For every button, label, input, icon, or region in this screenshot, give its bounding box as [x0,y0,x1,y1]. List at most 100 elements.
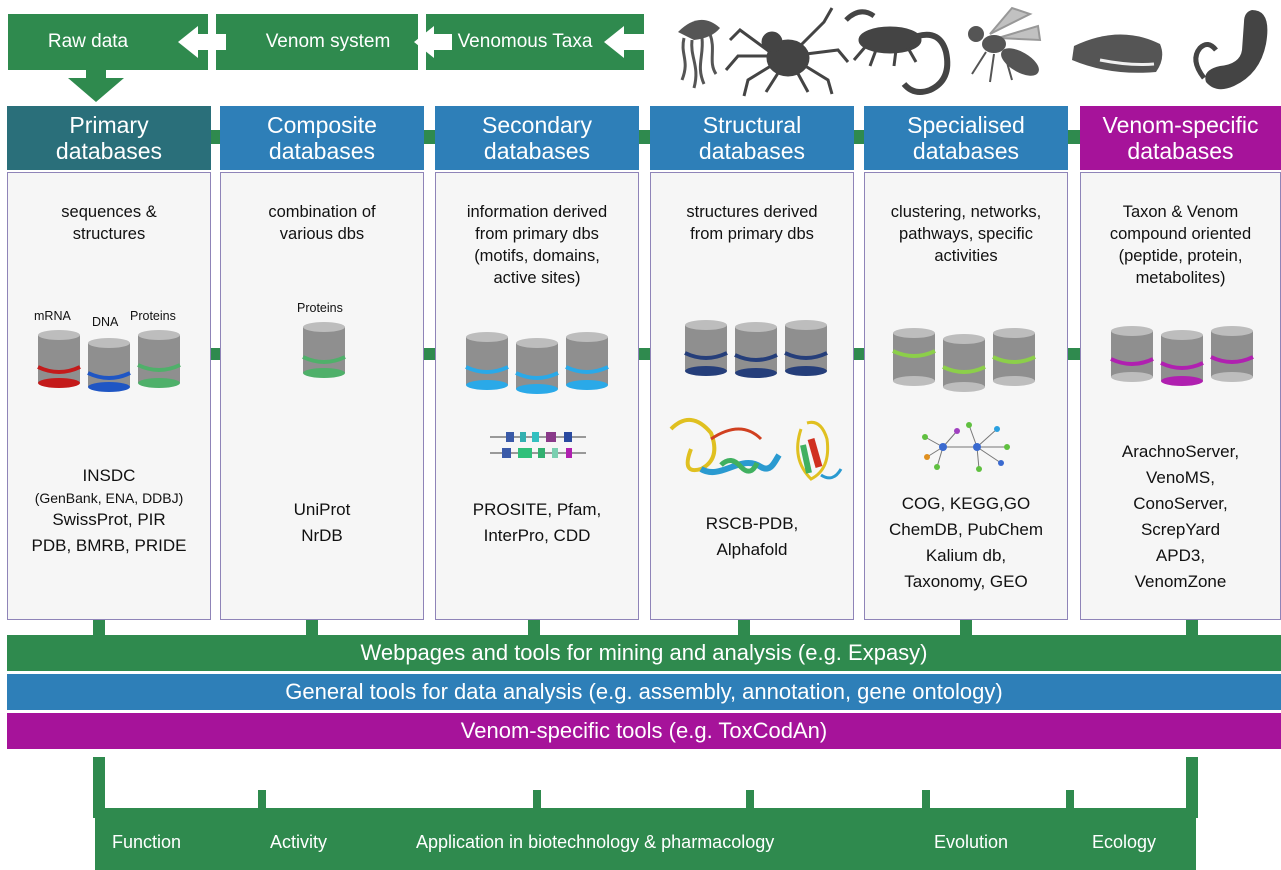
database-icon [992,328,1036,386]
peg [738,620,750,636]
database-icon [892,328,936,386]
db-item: SwissProt, PIR [52,510,166,529]
outcomes-bar [95,815,1196,870]
outcome-activity: Activity [270,832,328,852]
header-title-line2: databases [1127,138,1234,164]
db-label-proteins: Proteins [297,301,343,315]
tools-row-venom-label: Venom-specific tools (e.g. ToxCodAn) [460,718,828,743]
db-item: NrDB [301,526,343,545]
database-icon [942,334,986,392]
peg [1186,620,1198,636]
database-icon [515,338,559,394]
peg [306,620,318,636]
db-label-proteins: Proteins [130,309,176,323]
header-title-line1: Composite [267,112,377,138]
protein-structure-icon [669,418,843,481]
column-description: clustering, networks, pathways, specific… [890,203,1042,265]
database-icon [784,320,828,376]
tools-row-venom: Venom-specific tools (e.g. ToxCodAn) [7,713,1281,749]
outcome-connector-line [93,808,1198,818]
header-composite-databases: Composite databases [220,106,424,170]
database-icon [1110,326,1154,382]
database-icon [302,322,346,378]
db-item: InterPro, CDD [483,526,591,545]
outcome-tick [746,790,754,812]
column-specialised: clustering, networks, pathways, specific… [864,172,1068,620]
peg [528,620,540,636]
tools-row-general-label: General tools for data analysis (e.g. as… [285,679,1003,704]
db-list: PROSITE, Pfam, InterPro, CDD [436,497,638,549]
db-item: VenomZone [1134,572,1227,591]
column-secondary: information derived from primary dbs (mo… [435,172,639,620]
spider-icon [724,7,850,97]
header-title-line1: Specialised [907,112,1025,138]
jellyfish-icon [678,19,720,89]
database-icon [684,320,728,376]
header-title-line1: Secondary [482,112,592,138]
scorpion-icon [844,9,951,95]
column-description: structures derived from primary dbs [686,203,818,243]
header-venom-specific-databases: Venom-specific databases [1080,106,1281,170]
column-composite: combination of various dbs Proteins UniP… [220,172,424,620]
database-icon [1210,326,1254,382]
motif-domain-icon [490,432,586,458]
top-flow-arrows [68,26,644,102]
animal-silhouettes [678,6,1268,97]
peg [93,620,105,636]
database-cylinders [302,322,346,378]
db-item: COG, KEGG,GO [901,494,1031,513]
snake-icon [1193,10,1268,90]
column-description: Taxon & Venom compound oriented (peptide… [1109,203,1252,287]
database-icon [1160,330,1204,386]
peg [960,620,972,636]
db-item: Taxonomy, GEO [904,572,1028,591]
outcome-application: Application in biotechnology & pharmacol… [416,832,775,852]
db-item: INSDC [82,466,136,485]
db-item: Alphafold [716,540,788,559]
header-title-line2: databases [268,138,376,164]
db-list: COG, KEGG,GO ChemDB, PubChem Kalium db, … [865,491,1067,595]
column-description: sequences & structures [61,203,157,243]
header-title-line2: databases [483,138,591,164]
venomous-taxa-label: Venomous Taxa [457,31,593,52]
db-list: UniProt NrDB [221,497,423,549]
db-item: RSCB-PDB, [705,514,799,533]
header-title-line1: Primary [69,112,149,138]
outcome-tick [922,790,930,812]
network-icon [922,422,1010,472]
db-item: ScrepYard [1140,520,1221,539]
tools-row-web: Webpages and tools for mining and analys… [7,635,1281,671]
cone-snail-icon [1072,34,1163,73]
db-list: INSDC (GenBank, ENA, DDBJ) SwissProt, PI… [8,463,210,559]
outcome-ecology: Ecology [1092,832,1157,852]
arrow-left-icon [604,26,644,58]
db-item: VenoMS, [1146,468,1215,487]
header-title-line1: Venom-specific [1102,112,1259,138]
db-list: RSCB-PDB, Alphafold [651,511,853,563]
raw-data-label: Raw data [47,31,129,52]
database-icon [137,330,181,388]
header-title-line1: Structural [702,112,802,138]
db-item: UniProt [293,500,351,519]
db-item: ChemDB, PubChem [888,520,1043,539]
column-structural: structures derived from primary dbs RSCB… [650,172,854,620]
database-icon [465,332,509,390]
db-label-mrna: mRNA [34,309,71,323]
database-icon [565,332,609,390]
venom-system-label: Venom system [265,31,391,52]
outcome-function: Function [112,832,182,852]
database-cylinders [37,330,181,392]
column-primary: sequences & structures mRNA DNA Proteins… [7,172,211,620]
db-item: ConoServer, [1133,494,1228,513]
database-icon [37,330,81,388]
outcome-stem [1186,757,1198,813]
outcome-stem [93,757,105,813]
outcome-tick [258,790,266,812]
tools-row-web-label: Webpages and tools for mining and analys… [360,640,928,665]
database-cylinders [1110,326,1254,386]
wasp-icon [968,6,1042,83]
database-cylinders [892,328,1036,392]
db-item: PDB, BMRB, PRIDE [31,536,187,555]
db-item: Kalium db, [925,546,1007,565]
db-label-dna: DNA [92,315,119,329]
